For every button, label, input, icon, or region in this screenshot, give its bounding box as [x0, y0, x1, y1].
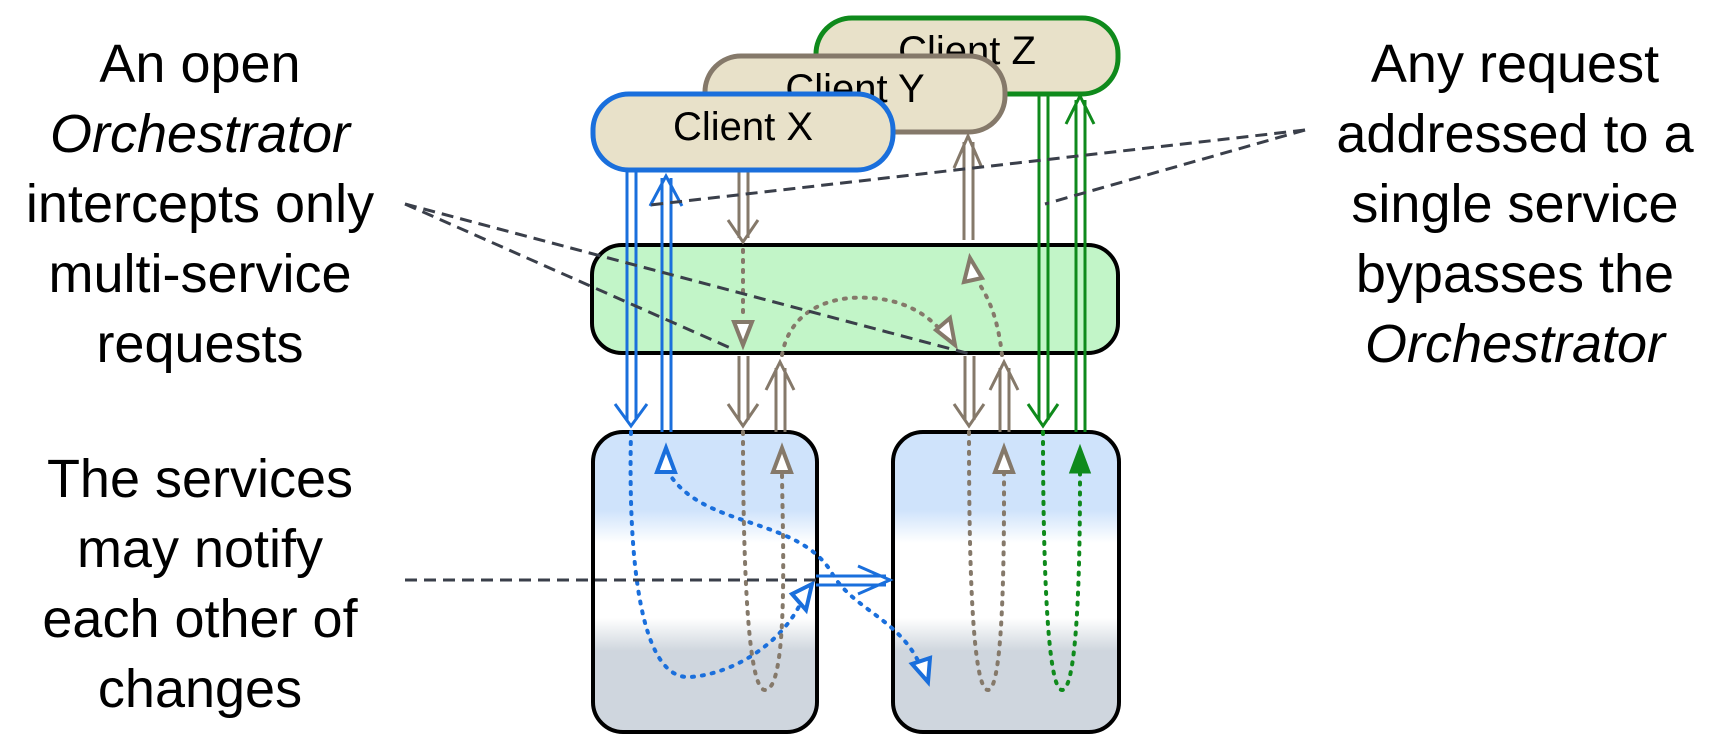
caption-line: single service: [1351, 174, 1678, 234]
caption-line: addressed to a: [1336, 104, 1694, 164]
caption-line: each other of: [42, 589, 358, 649]
client-x: Client X: [590, 91, 896, 173]
caption-left-bottom: The services may notify each other of ch…: [42, 449, 358, 719]
caption-line: bypasses the: [1356, 244, 1674, 304]
leader-lines: [404, 128, 1306, 582]
caption-line: An open: [99, 34, 300, 94]
caption-line: intercepts only: [26, 174, 374, 234]
leader-right-top-1: [649, 128, 1306, 207]
caption-line: Orchestrator: [50, 104, 352, 164]
caption-left-top: An open Orchestrator intercepts only mul…: [26, 34, 374, 374]
caption-right-top: Any request addressed to a single servic…: [1336, 34, 1694, 374]
caption-line: Orchestrator: [1365, 314, 1667, 374]
client-y-flow: [726, 132, 1020, 693]
leader-left-top-1: [404, 202, 736, 352]
client-x-label: Client X: [673, 105, 813, 149]
service-box-right: [891, 430, 1121, 734]
service-box-left: [591, 430, 819, 734]
leader-right-top-2: [1044, 128, 1306, 206]
client-x-box: [590, 91, 896, 173]
client-x-flow: [613, 170, 933, 687]
caption-line: multi-service: [48, 244, 351, 304]
caption-line: The services: [47, 449, 353, 509]
caption-line: changes: [98, 659, 302, 719]
leader-left-top-2: [404, 202, 971, 356]
caption-line: requests: [96, 314, 303, 374]
caption-line: may notify: [77, 519, 323, 579]
client-z-flow: [1026, 92, 1096, 693]
caption-line: Any request: [1371, 34, 1659, 94]
